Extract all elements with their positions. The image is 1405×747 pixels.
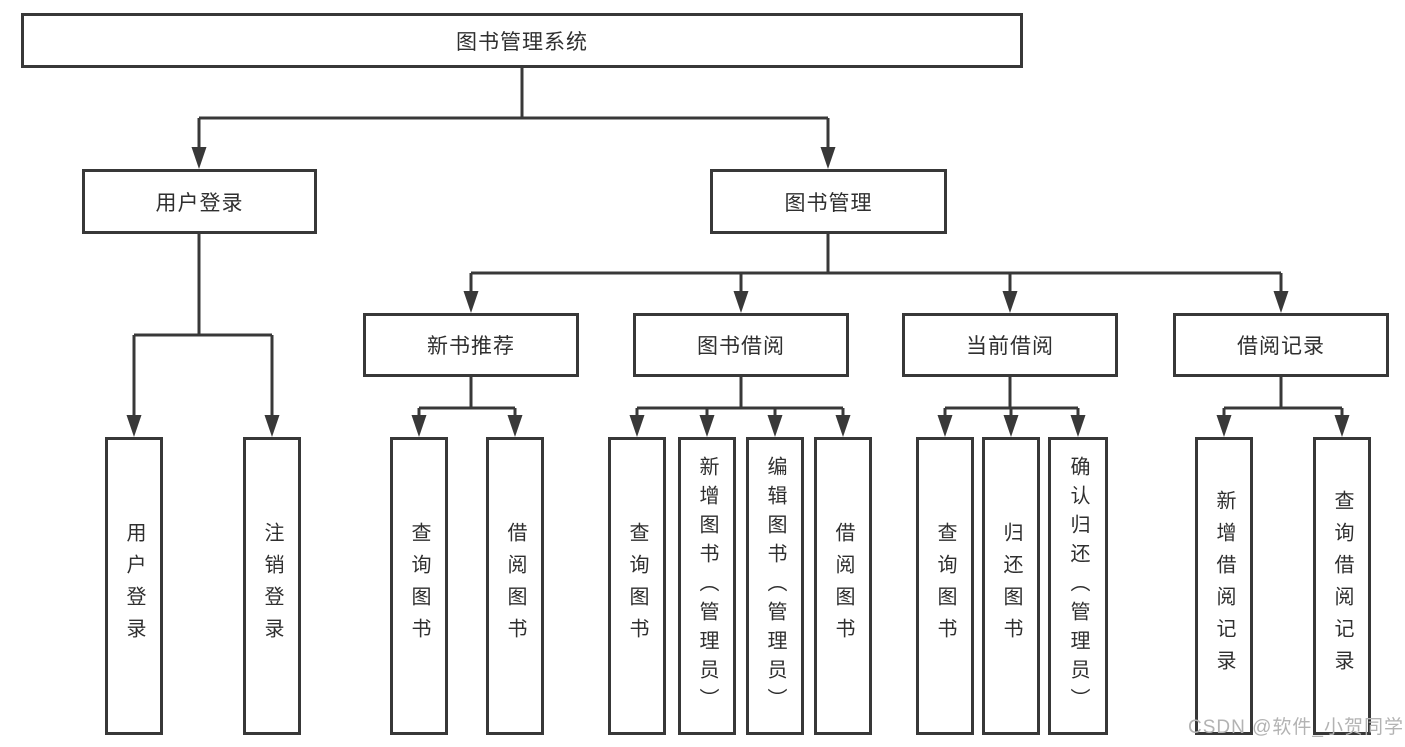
- leaf-user-login: 用户登录: [105, 437, 163, 735]
- node-current-borrowing: 当前借阅: [902, 313, 1118, 377]
- leaf-add-books-admin: 新增图书（管理员）: [678, 437, 736, 735]
- node-borrowing-records: 借阅记录: [1173, 313, 1389, 377]
- leaf-return-books: 归还图书: [982, 437, 1040, 735]
- csdn-watermark: CSDN @软件_小贺同学: [1188, 717, 1404, 738]
- leaf-confirm-return-admin: 确认归还（管理员）: [1048, 437, 1108, 735]
- node-book-borrowing: 图书借阅: [633, 313, 849, 377]
- leaf-query-books-current: 查询图书: [916, 437, 974, 735]
- leaf-edit-books-admin: 编辑图书（管理员）: [746, 437, 804, 735]
- node-book-management: 图书管理: [710, 169, 947, 234]
- node-new-book-recommend: 新书推荐: [363, 313, 579, 377]
- leaf-logout: 注销登录: [243, 437, 301, 735]
- leaf-query-books-borrowing: 查询图书: [608, 437, 666, 735]
- leaf-query-books-recommend: 查询图书: [390, 437, 448, 735]
- node-library-system: 图书管理系统: [21, 13, 1023, 68]
- leaf-borrow-books: 借阅图书: [814, 437, 872, 735]
- leaf-query-borrow-record: 查询借阅记录: [1313, 437, 1371, 735]
- leaf-borrow-books-recommend: 借阅图书: [486, 437, 544, 735]
- leaf-add-borrow-record: 新增借阅记录: [1195, 437, 1253, 735]
- node-user-login: 用户登录: [82, 169, 317, 234]
- arrowheads: [126, 147, 1350, 437]
